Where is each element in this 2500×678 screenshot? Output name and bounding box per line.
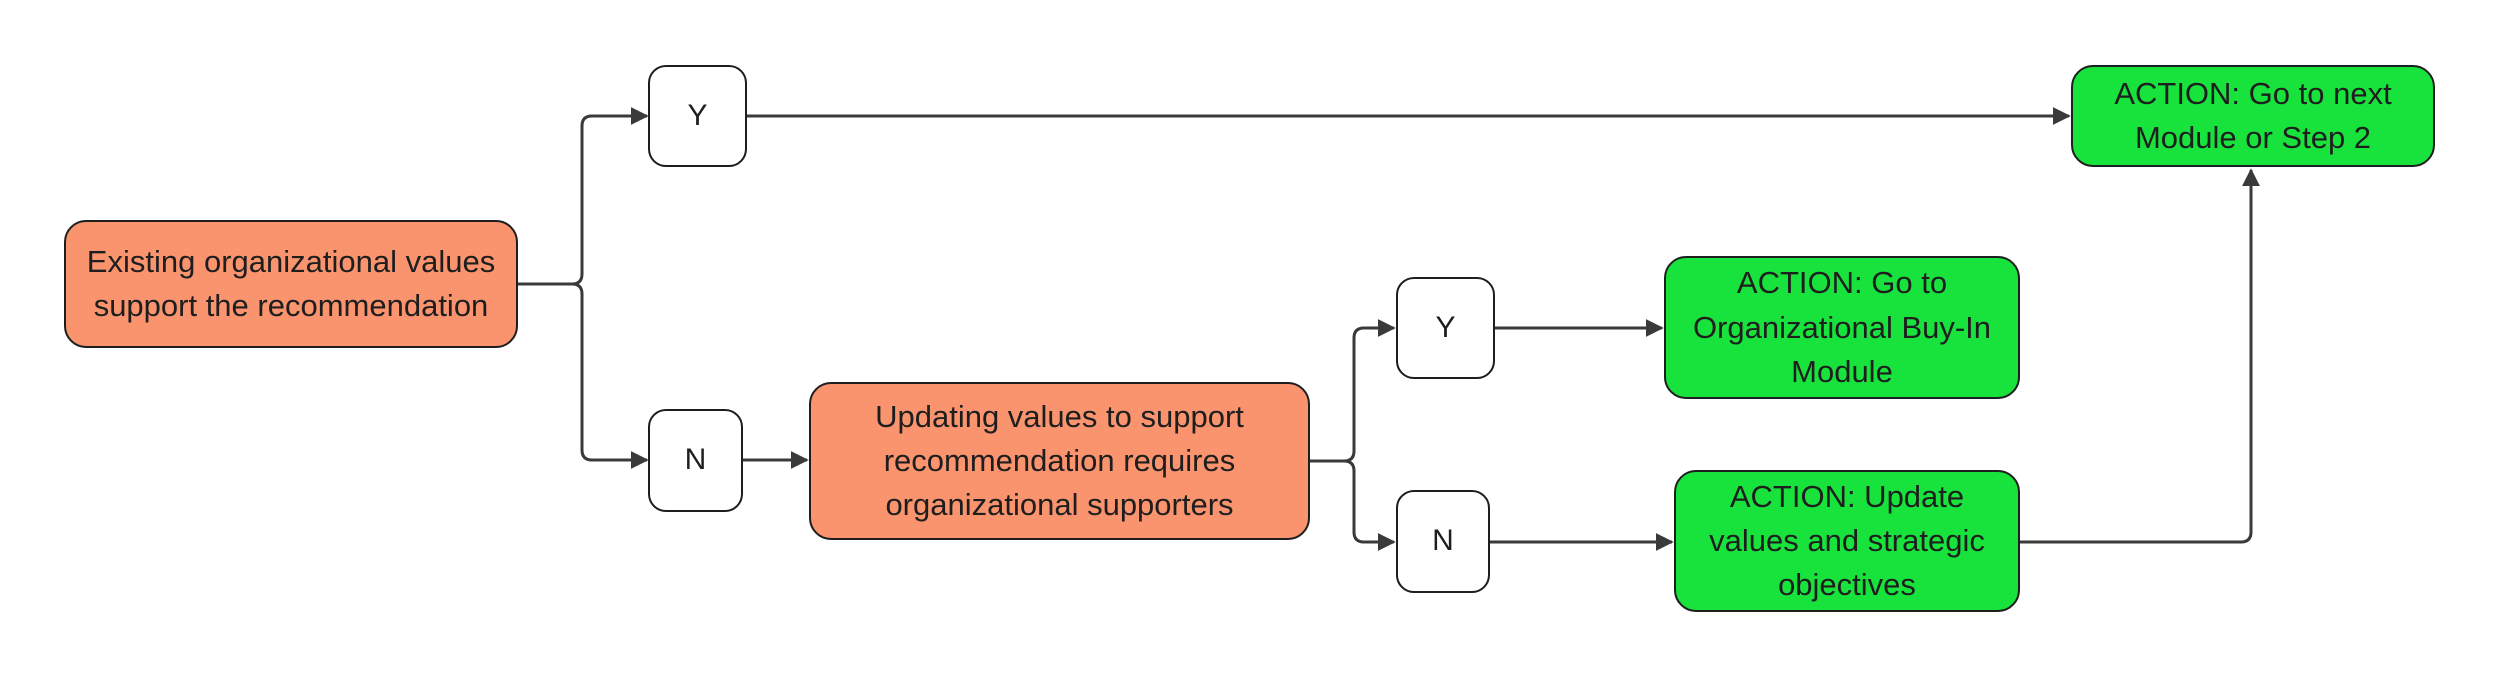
edge-start-to-yes bbox=[518, 107, 649, 286]
edge-second-to-no bbox=[1310, 459, 1396, 551]
yes-answer-node-bottom: Y bbox=[1396, 277, 1495, 379]
action-next-module-node: ACTION: Go to next Module or Step 2 bbox=[2071, 65, 2435, 167]
no-answer-label-top: N bbox=[684, 443, 707, 477]
edge-start-to-no bbox=[518, 282, 649, 469]
start-condition-node: Existing organizational values support t… bbox=[64, 220, 518, 348]
yes-answer-label-top: Y bbox=[687, 98, 708, 132]
action-update-values-node: ACTION: Update values and strategic obje… bbox=[1674, 470, 2020, 612]
edge-second-to-yes bbox=[1310, 319, 1396, 463]
yes-answer-node-top: Y bbox=[648, 65, 747, 167]
action-next-module-label: ACTION: Go to next Module or Step 2 bbox=[2114, 75, 2392, 155]
action-update-values-label: ACTION: Update values and strategic obje… bbox=[1709, 478, 1985, 603]
yes-answer-label-bottom: Y bbox=[1435, 310, 1456, 344]
second-condition-label: Updating values to support recommendatio… bbox=[875, 398, 1244, 522]
action-buy-in-label: ACTION: Go to Organizational Buy-In Modu… bbox=[1692, 265, 1992, 389]
no-answer-node-top: N bbox=[648, 409, 743, 512]
start-condition-label: Existing organizational values support t… bbox=[86, 243, 496, 323]
no-answer-node-bottom: N bbox=[1396, 490, 1490, 593]
action-buy-in-node: ACTION: Go to Organizational Buy-In Modu… bbox=[1664, 256, 2020, 399]
edge-update-to-next-module bbox=[2020, 168, 2260, 544]
no-answer-label-bottom: N bbox=[1432, 524, 1454, 558]
second-condition-node: Updating values to support recommendatio… bbox=[809, 382, 1310, 540]
